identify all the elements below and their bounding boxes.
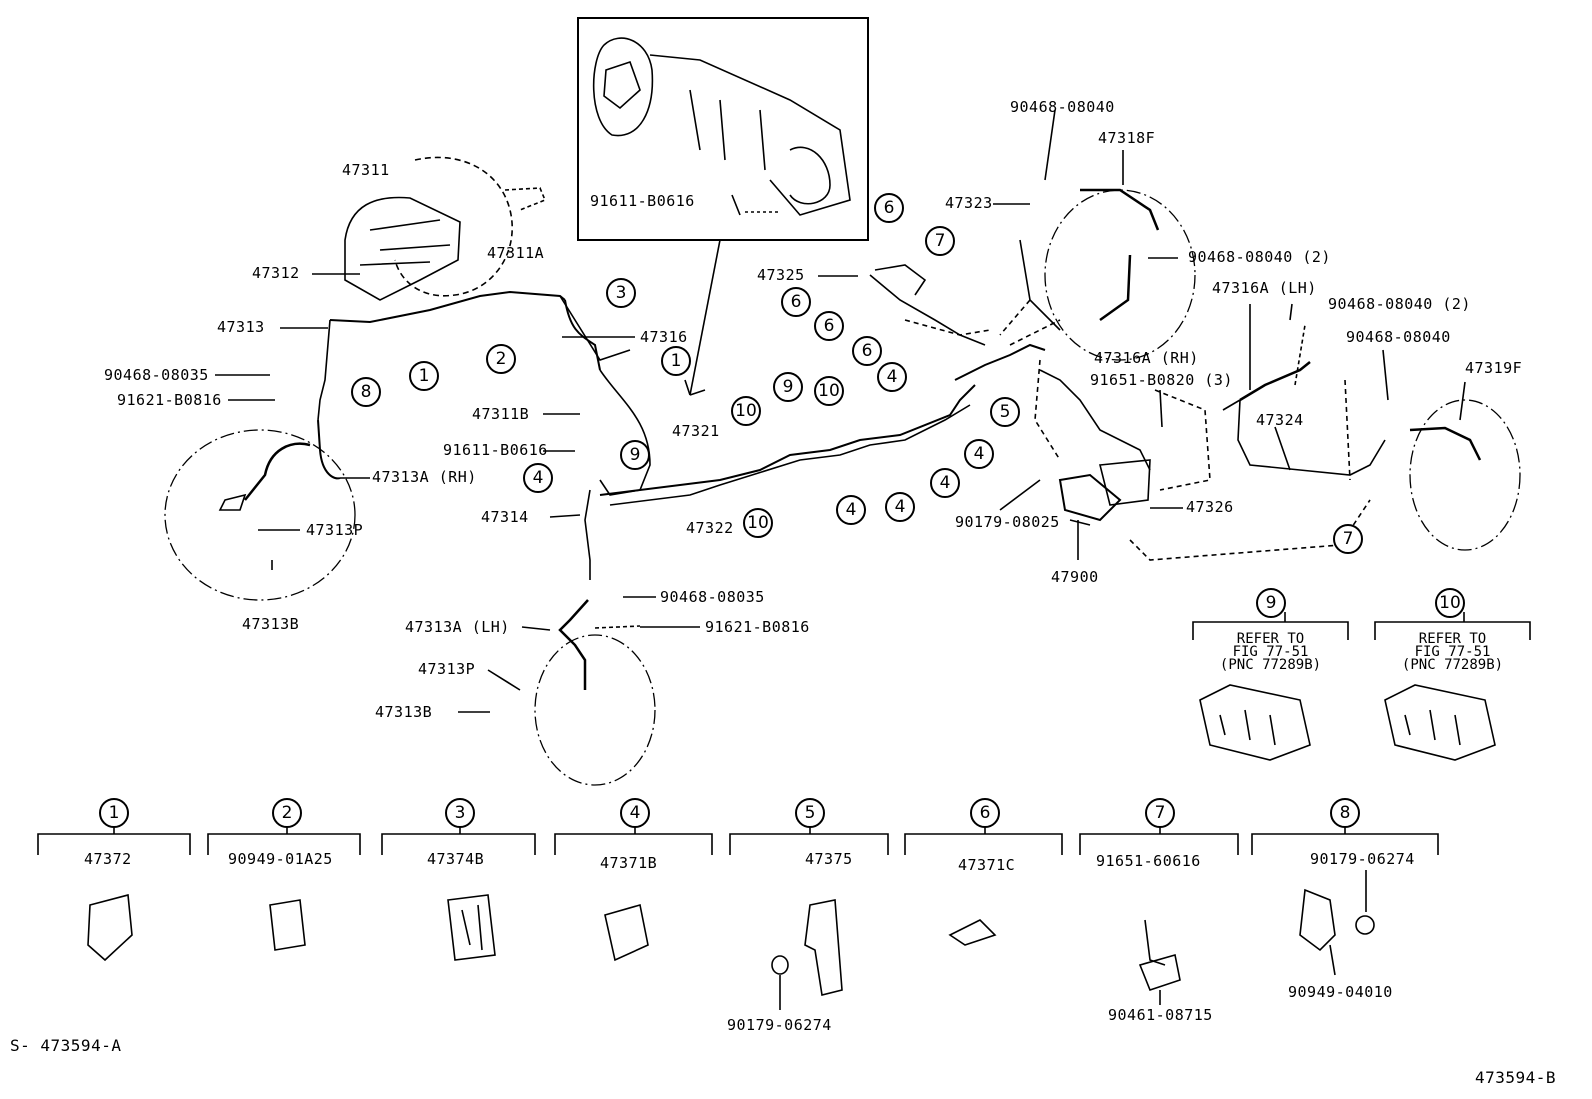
legend-part-90179-06274: 90179-06274 — [727, 1016, 832, 1034]
marker-8: 8 — [351, 377, 381, 407]
legend-part-47375: 47375 — [805, 850, 853, 868]
part-91651-b0820: 91651-B0820 (3) — [1090, 371, 1233, 389]
part-47313b-rh: 47313B — [242, 615, 300, 633]
part-91611-b0616: 91611-B0616 — [443, 441, 548, 459]
legend-part-91651-60616: 91651-60616 — [1096, 852, 1201, 870]
ref-box-marker-9: 9 — [1256, 588, 1286, 618]
legend-part-47374b: 47374B — [427, 850, 485, 868]
part-47900: 47900 — [1051, 568, 1099, 586]
legend-marker-8: 8 — [1330, 798, 1360, 828]
marker-4: 4 — [523, 463, 553, 493]
part-47313b-lh: 47313B — [375, 703, 433, 721]
part-47319f: 47319F — [1465, 359, 1523, 377]
part-47323: 47323 — [945, 194, 993, 212]
part-91621-b0816-lh: 91621-B0816 — [705, 618, 810, 636]
marker-10: 10 — [814, 376, 844, 406]
marker-6: 6 — [814, 311, 844, 341]
legend-part-47371c: 47371C — [958, 856, 1016, 874]
legend-part-90949-01a25: 90949-01A25 — [228, 850, 333, 868]
part-47314: 47314 — [481, 508, 529, 526]
part-90468-08040-top: 90468-08040 — [1010, 98, 1115, 116]
ref-box-9-text: REFER TO FIG 77-51 (PNC 77289B) — [1219, 631, 1322, 673]
legend-part-90461-08715: 90461-08715 — [1108, 1006, 1213, 1024]
figure-id-left: S- 473594-A — [10, 1036, 122, 1055]
marker-9: 9 — [620, 440, 650, 470]
inset-box — [577, 17, 869, 241]
part-47326: 47326 — [1186, 498, 1234, 516]
marker-5: 5 — [990, 397, 1020, 427]
marker-4: 4 — [930, 468, 960, 498]
marker-4: 4 — [964, 439, 994, 469]
part-90468-08035-rh: 90468-08035 — [104, 366, 209, 384]
part-47311: 47311 — [342, 161, 390, 179]
part-91611-b0616-inset: 91611-B0616 — [590, 192, 695, 210]
legend-marker-1: 1 — [99, 798, 129, 828]
part-47316a-rh: 47316A (RH) — [1094, 349, 1199, 367]
marker-1: 1 — [409, 361, 439, 391]
legend-part-47371b: 47371B — [600, 854, 658, 872]
marker-4: 4 — [836, 495, 866, 525]
legend-part-90179-06274: 90179-06274 — [1310, 850, 1415, 868]
figure-id-right: 473594-B — [1475, 1068, 1557, 1087]
part-47318f: 47318F — [1098, 129, 1156, 147]
ref-box-10-text: REFER TO FIG 77-51 (PNC 77289B) — [1401, 631, 1504, 673]
marker-6: 6 — [852, 336, 882, 366]
legend-marker-4: 4 — [620, 798, 650, 828]
marker-7: 7 — [1333, 524, 1363, 554]
part-47311b: 47311B — [472, 405, 530, 423]
part-47313p-lh: 47313P — [418, 660, 476, 678]
marker-6: 6 — [781, 287, 811, 317]
marker-9: 9 — [773, 372, 803, 402]
part-90179-08025: 90179-08025 — [955, 513, 1060, 531]
marker-10: 10 — [731, 396, 761, 426]
marker-3: 3 — [606, 278, 636, 308]
part-90468-08040-2-rh: 90468-08040 (2) — [1188, 248, 1331, 266]
ref-box-marker-10: 10 — [1435, 588, 1465, 618]
part-47316: 47316 — [640, 328, 688, 346]
legend-marker-3: 3 — [445, 798, 475, 828]
legend-marker-7: 7 — [1145, 798, 1175, 828]
marker-1: 1 — [661, 346, 691, 376]
part-47313a-rh: 47313A (RH) — [372, 468, 477, 486]
legend-brackets — [37, 825, 1439, 855]
part-90468-08040-lh: 90468-08040 — [1346, 328, 1451, 346]
part-47313: 47313 — [217, 318, 265, 336]
part-47316a-lh: 47316A (LH) — [1212, 279, 1317, 297]
marker-2: 2 — [486, 344, 516, 374]
part-90468-08035-lh: 90468-08035 — [660, 588, 765, 606]
part-47321: 47321 — [672, 422, 720, 440]
part-47324: 47324 — [1256, 411, 1304, 429]
part-47322: 47322 — [686, 519, 734, 537]
part-90468-08040-2-lh: 90468-08040 (2) — [1328, 295, 1471, 313]
part-47325: 47325 — [757, 266, 805, 284]
part-47313a-lh: 47313A (LH) — [405, 618, 510, 636]
legend-part-90949-04010: 90949-04010 — [1288, 983, 1393, 1001]
marker-6: 6 — [874, 193, 904, 223]
part-47312: 47312 — [252, 264, 300, 282]
part-91621-b0816-rh: 91621-B0816 — [117, 391, 222, 409]
legend-marker-5: 5 — [795, 798, 825, 828]
legend-marker-2: 2 — [272, 798, 302, 828]
marker-7: 7 — [925, 226, 955, 256]
marker-10: 10 — [743, 508, 773, 538]
part-47313p-rh: 47313P — [306, 521, 364, 539]
marker-4: 4 — [885, 492, 915, 522]
part-47311a: 47311A — [487, 244, 545, 262]
legend-part-47372: 47372 — [84, 850, 132, 868]
legend-marker-6: 6 — [970, 798, 1000, 828]
marker-4: 4 — [877, 362, 907, 392]
